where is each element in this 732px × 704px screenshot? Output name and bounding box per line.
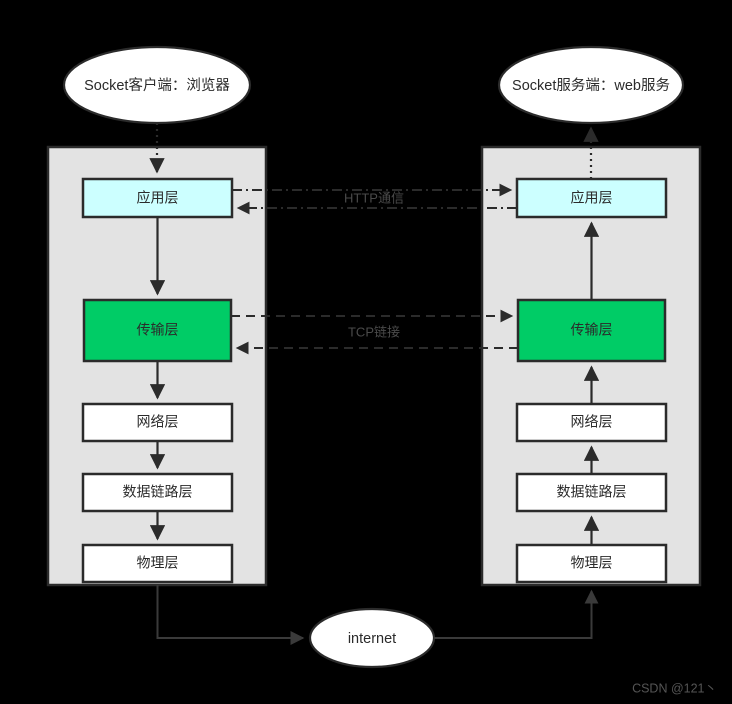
client-endpoint-label: Socket客户端：浏览器 (84, 77, 230, 94)
client-to-internet-connector (156, 585, 305, 645)
server-endpoint-label: Socket服务端：web服务 (512, 77, 670, 94)
client-layer-datalink[interactable] (81, 472, 234, 513)
client-layer-physical-label: 物理层 (137, 555, 179, 571)
internet-label: internet (348, 631, 396, 647)
server-layer-physical[interactable] (515, 543, 668, 584)
server-layer-application[interactable] (515, 177, 668, 219)
internet-to-server-connector (434, 589, 599, 639)
csdn-watermark: CSDN @121丶 (632, 681, 717, 695)
server-endpoint-ellipse[interactable] (497, 45, 685, 125)
server-layer-physical-label: 物理层 (571, 555, 613, 571)
server-layer-network[interactable] (515, 402, 668, 443)
client-layer-network-label: 网络层 (137, 414, 179, 430)
server-layer-datalink-label: 数据链路层 (557, 484, 627, 500)
http-connection-label: HTTP通信 (344, 190, 404, 205)
server-layer-network-label: 网络层 (571, 414, 613, 430)
server-layer-transport-label: 传输层 (571, 322, 613, 338)
client-layer-transport-label: 传输层 (137, 322, 179, 338)
client-layer-application-label: 应用层 (137, 190, 179, 206)
client-layer-physical[interactable] (81, 543, 234, 584)
server-layer-application-label: 应用层 (571, 190, 613, 206)
client-layer-network[interactable] (81, 402, 234, 443)
tcp-connection-label: TCP链接 (348, 324, 400, 339)
client-layer-datalink-label: 数据链路层 (123, 484, 193, 500)
client-layer-application[interactable] (81, 177, 234, 219)
